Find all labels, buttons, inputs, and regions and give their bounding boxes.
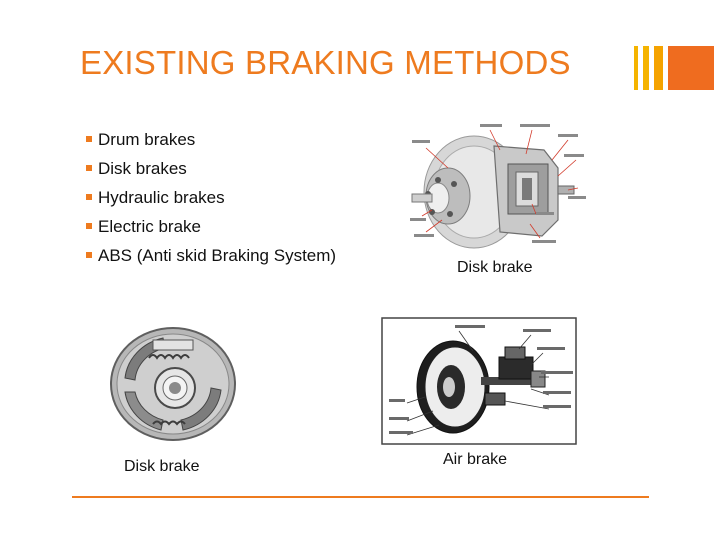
figure-caption: Disk brake [124, 458, 200, 475]
deco-bar-1 [634, 46, 638, 90]
bullet-item: Disk brakes [86, 154, 336, 183]
air-brake-diagram-image [381, 317, 577, 445]
bullet-list: Drum brakes Disk brakes Hydraulic brakes… [86, 125, 336, 270]
drum-brake-photo-image [103, 318, 243, 444]
bullet-item: Drum brakes [86, 125, 336, 154]
disk-brake-diagram-image [408, 120, 588, 255]
deco-block [668, 46, 714, 90]
bullet-item: Electric brake [86, 212, 336, 241]
deco-bar-3 [654, 46, 663, 90]
decorative-bars [634, 46, 714, 90]
figure-caption: Disk brake [457, 259, 533, 276]
slide-title: EXISTING BRAKING METHODS [80, 44, 571, 81]
figure-caption: Air brake [443, 451, 508, 468]
bullet-item: ABS (Anti skid Braking System) [86, 241, 336, 270]
deco-bar-2 [643, 46, 649, 90]
footer-divider [72, 496, 649, 498]
bullet-item: Hydraulic brakes [86, 183, 336, 212]
